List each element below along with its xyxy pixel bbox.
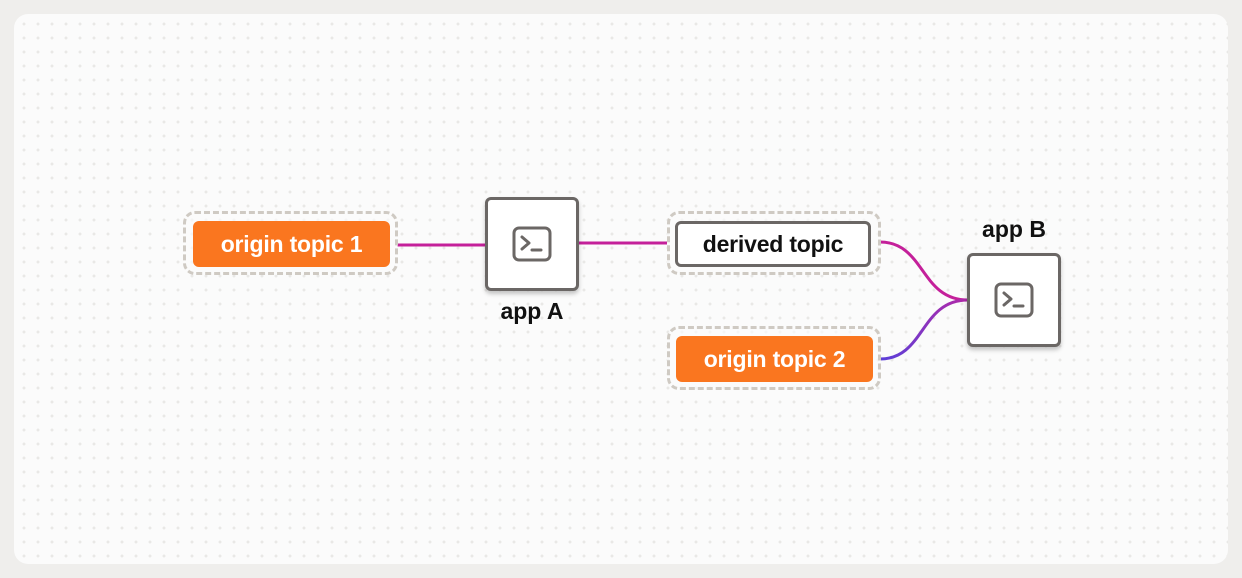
app-a-label: app A — [500, 298, 564, 324]
app-a-node[interactable] — [485, 197, 579, 291]
origin-topic-1-label: origin topic 1 — [220, 230, 363, 257]
derived-topic-label: derived topic — [702, 230, 844, 257]
origin-topic-2-label: origin topic 2 — [703, 345, 846, 372]
derived-topic-node[interactable]: derived topic — [675, 221, 871, 267]
terminal-icon — [512, 226, 552, 262]
terminal-icon — [994, 282, 1034, 318]
origin-topic-1-node[interactable]: origin topic 1 — [193, 221, 390, 267]
app-b-node[interactable] — [967, 253, 1061, 347]
origin-topic-2-node[interactable]: origin topic 2 — [676, 336, 873, 382]
app-b-label: app B — [982, 216, 1046, 242]
